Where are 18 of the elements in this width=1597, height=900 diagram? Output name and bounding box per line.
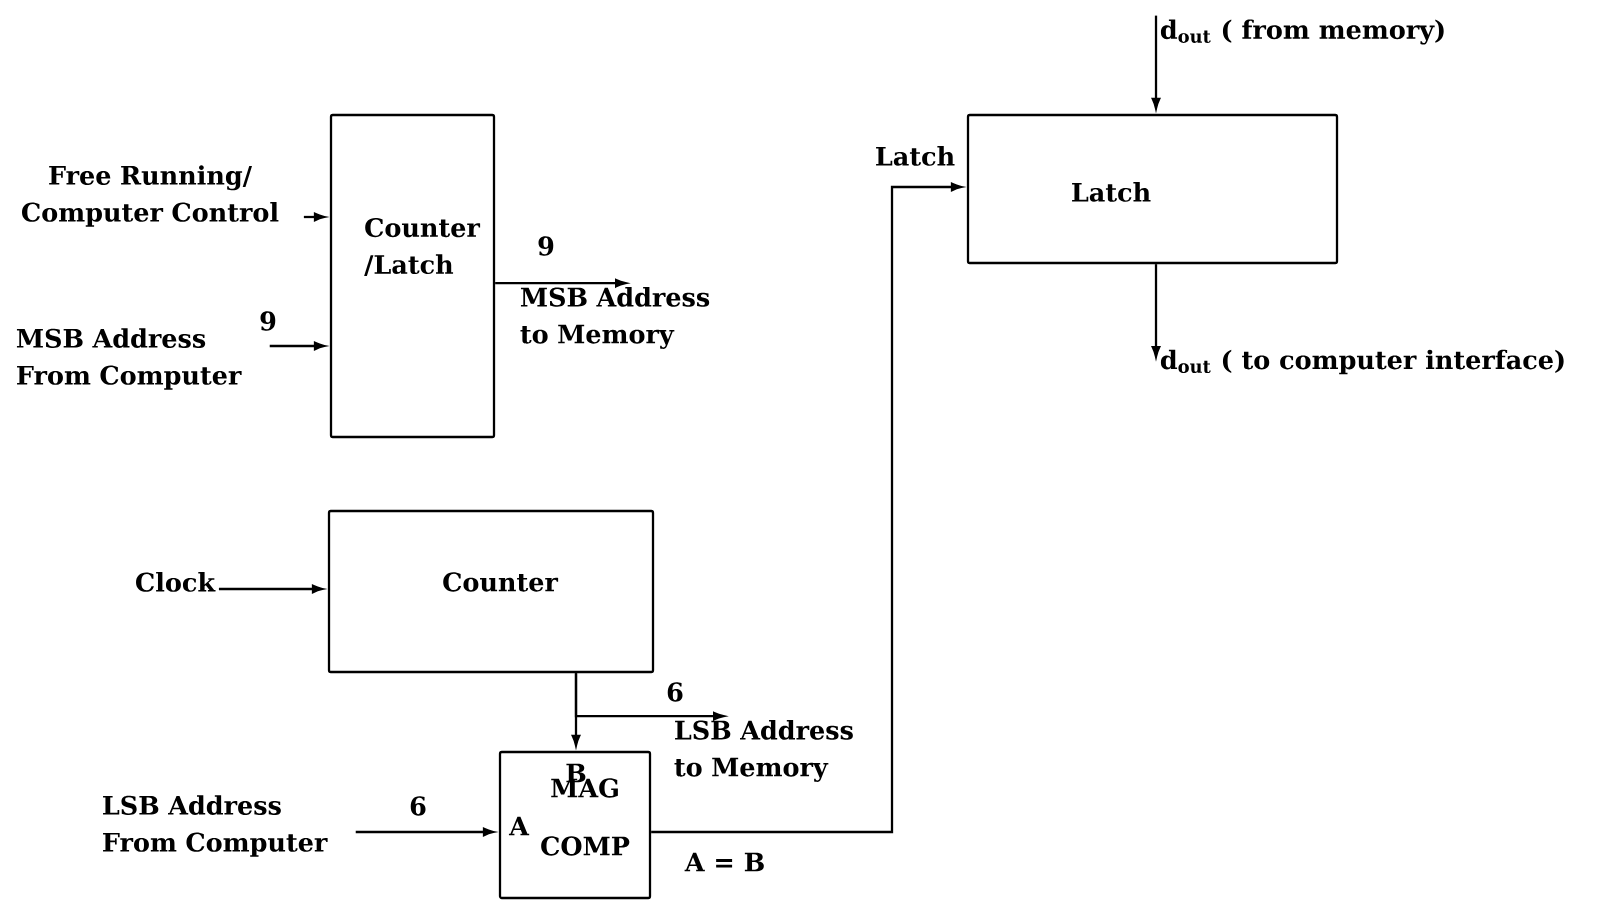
signal-label: MSB Address From Computer: [16, 328, 242, 390]
signal-label: d$_{out}$ ( to computer interface): [1160, 349, 1564, 375]
signal-label: LSB Address From Computer: [103, 795, 328, 857]
signal-label: d$_{out}$ ( from memory): [1160, 19, 1444, 45]
signal-label: LSB Address to Memory: [674, 720, 853, 782]
block-box: Latch: [966, 113, 1339, 265]
port-label: A: [508, 816, 530, 836]
output-label: A = B: [684, 852, 764, 872]
edge-label: 6: [407, 794, 429, 818]
signal-label: Free Running/ Computer Control: [22, 165, 279, 227]
edge-label: Latch: [873, 144, 957, 168]
edge-label: 6: [664, 680, 686, 704]
edge-label: 9: [535, 234, 557, 258]
block-box: Counter: [327, 509, 655, 674]
signal-label: MSB Address to Memory: [520, 287, 710, 349]
signal-label: Clock: [136, 572, 216, 592]
edge-label: 9: [257, 309, 279, 333]
block-box: Counter /Latch: [329, 113, 496, 439]
